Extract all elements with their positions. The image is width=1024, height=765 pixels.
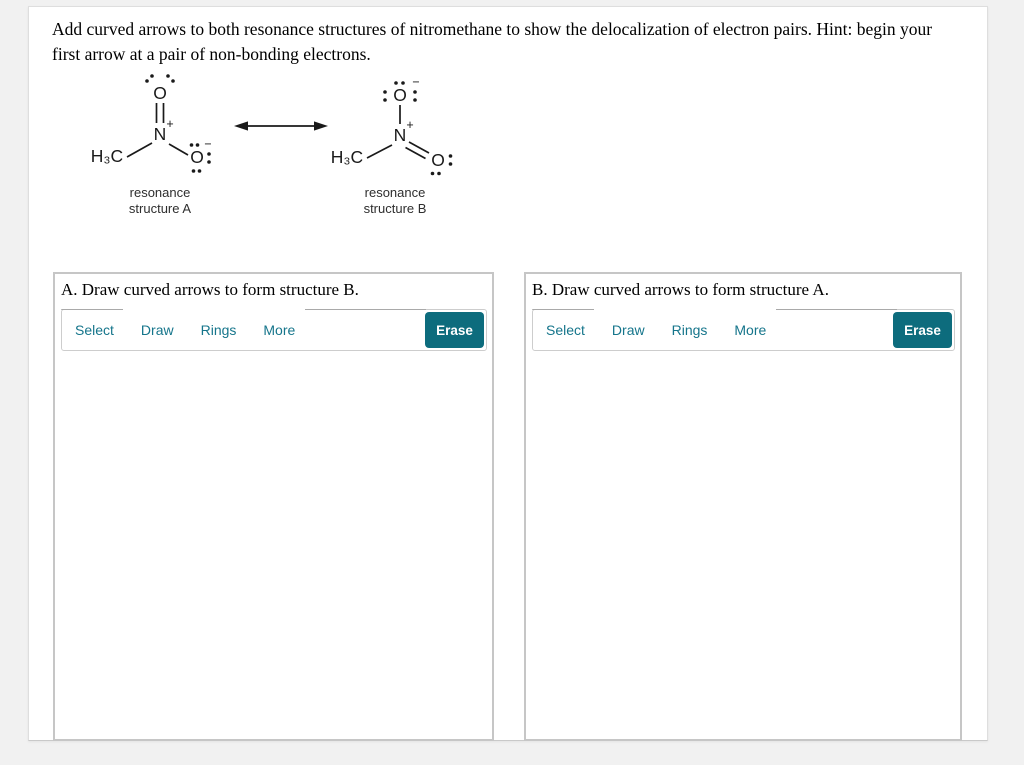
tool-more[interactable]: More [263,322,296,338]
electron-dot [430,171,435,176]
electron-dot [207,152,211,156]
electron-dot [195,143,200,147]
structure-b-caption-line-2: structure B [363,201,427,216]
structure-a-right-oxygen-charge: − [204,137,211,151]
electron-dot [448,154,453,158]
structure-a-caption: resonance structure A [95,185,225,217]
toolbar-edge-gap [594,309,776,310]
structure-a-nitrogen-label: N [154,124,167,144]
electron-dot [197,169,202,173]
tool-select[interactable]: Select [546,322,585,338]
arrow-head-left [234,121,248,131]
structure-b-caption: resonance structure B [330,185,460,217]
resonance-structures-figure: O N + H₃C O − − [91,74,453,176]
tool-draw[interactable]: Draw [140,322,174,338]
panel-a-toolbar: Select Draw Rings More Erase [61,309,487,351]
electron-dot [448,162,453,166]
structure-b-top-oxygen-charge: − [412,75,419,89]
structure-a-top-oxygen-label: O [153,83,167,103]
single-bond [168,143,189,156]
question-line-1: Add curved arrows to both resonance stru… [52,19,933,39]
double-bond [408,141,430,154]
structure-a: O N + H₃C O − [91,74,212,173]
electron-dot [145,79,149,83]
toolbar-edge-segment [776,309,897,310]
electron-dot [383,90,387,94]
structure-b-nitrogen-label: N [394,125,407,145]
panel-b: B. Draw curved arrows to form structure … [524,272,962,741]
single-bond [126,142,153,158]
electron-dot [166,74,170,78]
structure-a-methyl-label: H₃C [91,146,123,166]
question-text: Add curved arrows to both resonance stru… [52,17,932,67]
panel-a-drawing-canvas[interactable] [55,351,492,739]
panel-a: A. Draw curved arrows to form structure … [53,272,494,741]
electron-dot [383,98,387,102]
electron-dot [437,171,441,176]
structure-b-caption-line-1: resonance [364,185,426,200]
single-bond [366,144,393,159]
structure-b-top-oxygen-label: O [393,85,407,105]
resonance-arrow [234,121,328,131]
electron-dot [191,169,196,173]
question-line-2: first arrow at a pair of non-bonding ele… [52,44,371,64]
double-bond [405,146,426,160]
panel-a-title: A. Draw curved arrows to form structure … [61,280,359,299]
structure-a-nitrogen-charge: + [166,117,173,131]
structure-a-caption-line-1: resonance [129,185,191,200]
tool-rings[interactable]: Rings [200,322,237,338]
structure-a-right-oxygen-label: O [190,147,204,167]
structure-b-methyl-label: H₃C [331,147,363,167]
erase-button[interactable]: Erase [425,312,484,348]
toolbar-edge-gap [123,309,305,310]
toolbar-edge-segment [61,309,123,310]
tool-draw[interactable]: Draw [611,322,645,338]
structure-b-nitrogen-charge: + [406,118,413,132]
panel-b-toolbar: Select Draw Rings More Erase [532,309,955,351]
electron-dot [189,143,194,147]
tool-select[interactable]: Select [75,322,114,338]
electron-dot [394,81,398,85]
toolbar-edge-segment [532,309,594,310]
toolbar-edge-segment [305,309,426,310]
tool-rings[interactable]: Rings [671,322,708,338]
electron-dot [413,98,417,102]
electron-dot [171,79,175,83]
structure-a-caption-line-2: structure A [128,201,192,216]
tool-more[interactable]: More [734,322,767,338]
panel-b-title: B. Draw curved arrows to form structure … [532,280,829,299]
electron-dot [207,160,211,164]
structure-b-right-oxygen-label: O [431,150,445,170]
structure-b: − O N + H₃C O [331,75,453,176]
electron-dot [150,74,154,78]
electron-dot [401,81,405,85]
arrow-head-right [314,121,328,131]
electron-dot [413,90,417,94]
erase-button[interactable]: Erase [893,312,952,348]
panel-b-drawing-canvas[interactable] [526,351,960,739]
